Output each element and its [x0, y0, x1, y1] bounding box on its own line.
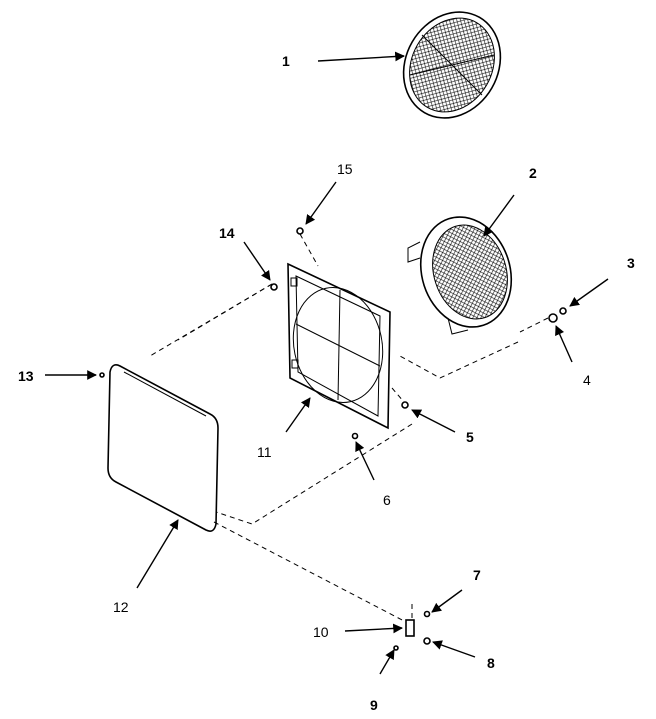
- callout-11: 11: [257, 444, 272, 460]
- hardware-screw-6: [351, 432, 359, 440]
- hardware-washer-4: [548, 313, 558, 323]
- callout-8: 8: [487, 655, 495, 671]
- assembly-lines: [149, 233, 549, 623]
- blower-housing: [407, 216, 513, 335]
- callout-5: 5: [466, 429, 474, 445]
- callout-labels: 1 2 3 4 5 6 7 8 9 10 11 12 13 14 15: [18, 53, 635, 713]
- callout-4: 4: [583, 372, 591, 388]
- hardware-screw-7: [423, 610, 431, 618]
- hardware-screw-15: [296, 227, 304, 235]
- hardware-screw-3: [559, 307, 567, 315]
- callout-12: 12: [113, 599, 129, 615]
- hardware-screw-14: [270, 283, 278, 291]
- rear-cover-panel: [107, 364, 219, 532]
- panel-frame: [287, 262, 391, 430]
- callout-14: 14: [219, 225, 235, 241]
- hardware-screw-5: [401, 401, 409, 409]
- filter-screen: [402, 11, 502, 119]
- callout-9: 9: [370, 697, 378, 713]
- callout-1: 1: [282, 53, 290, 69]
- callout-6: 6: [383, 492, 391, 508]
- hardware-screw-13: [99, 372, 105, 378]
- callout-7: 7: [473, 567, 481, 583]
- leader-lines: [45, 51, 609, 675]
- hardware-screw-9: [393, 645, 399, 651]
- callout-15: 15: [337, 161, 353, 177]
- callout-2: 2: [529, 165, 537, 181]
- callout-13: 13: [18, 368, 34, 384]
- callout-3: 3: [627, 255, 635, 271]
- bracket: [405, 619, 415, 637]
- hardware-nut-8: [423, 637, 431, 645]
- callout-10: 10: [313, 624, 329, 640]
